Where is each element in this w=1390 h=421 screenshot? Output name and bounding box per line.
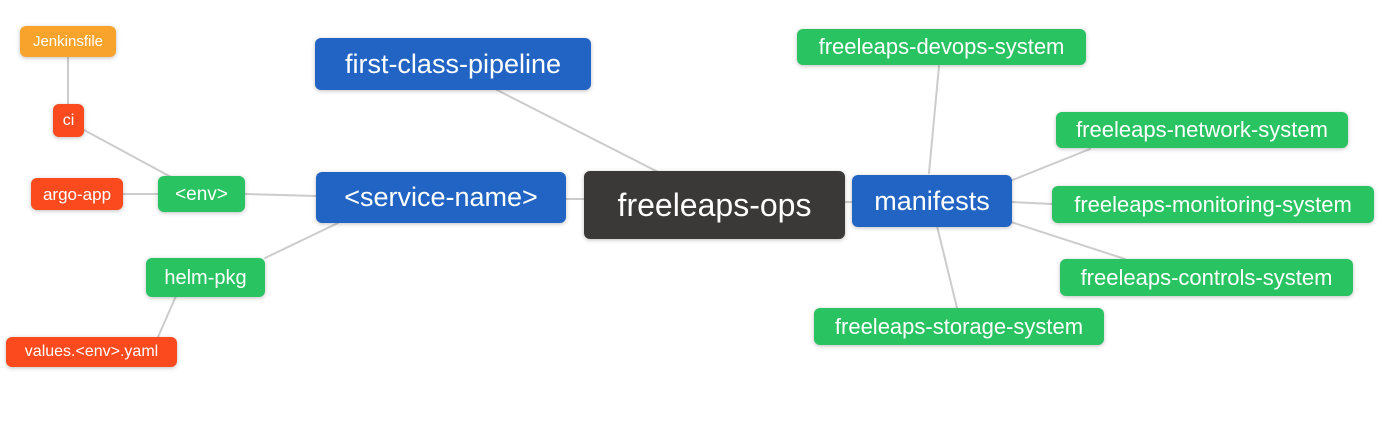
node-argo-app[interactable]: argo-app [31, 178, 123, 210]
node-jenkinsfile[interactable]: Jenkinsfile [20, 26, 116, 57]
node-first-class-pipeline[interactable]: first-class-pipeline [315, 38, 591, 90]
node-freeleaps-ops[interactable]: freeleaps-ops [584, 171, 845, 239]
node-values-env-yaml[interactable]: values.<env>.yaml [6, 337, 177, 367]
node-manifests[interactable]: manifests [852, 175, 1012, 227]
edge-env-service-name [244, 193, 317, 197]
edge-manifests-freeleaps-monitoring-system [1011, 201, 1053, 205]
node-helm-pkg[interactable]: helm-pkg [146, 258, 265, 297]
edge-helm-pkg-service-name [264, 222, 339, 259]
edge-ci-env [83, 129, 172, 178]
edge-first-class-pipeline-freeleaps-ops [496, 89, 659, 173]
node-freeleaps-monitoring-system[interactable]: freeleaps-monitoring-system [1052, 186, 1374, 223]
node-env[interactable]: <env> [158, 176, 245, 212]
edge-values-env-yaml-helm-pkg [157, 295, 177, 338]
edge-manifests-freeleaps-devops-system [928, 65, 940, 174]
node-freeleaps-controls-system[interactable]: freeleaps-controls-system [1060, 259, 1353, 296]
node-freeleaps-devops-system[interactable]: freeleaps-devops-system [797, 29, 1086, 65]
edge-manifests-freeleaps-controls-system [1010, 221, 1126, 260]
node-ci[interactable]: ci [53, 104, 84, 137]
node-freeleaps-network-system[interactable]: freeleaps-network-system [1056, 112, 1348, 148]
edge-manifests-freeleaps-storage-system [936, 225, 958, 309]
edge-manifests-freeleaps-network-system [1009, 148, 1091, 182]
node-service-name[interactable]: <service-name> [316, 172, 566, 223]
node-freeleaps-storage-system[interactable]: freeleaps-storage-system [814, 308, 1104, 345]
